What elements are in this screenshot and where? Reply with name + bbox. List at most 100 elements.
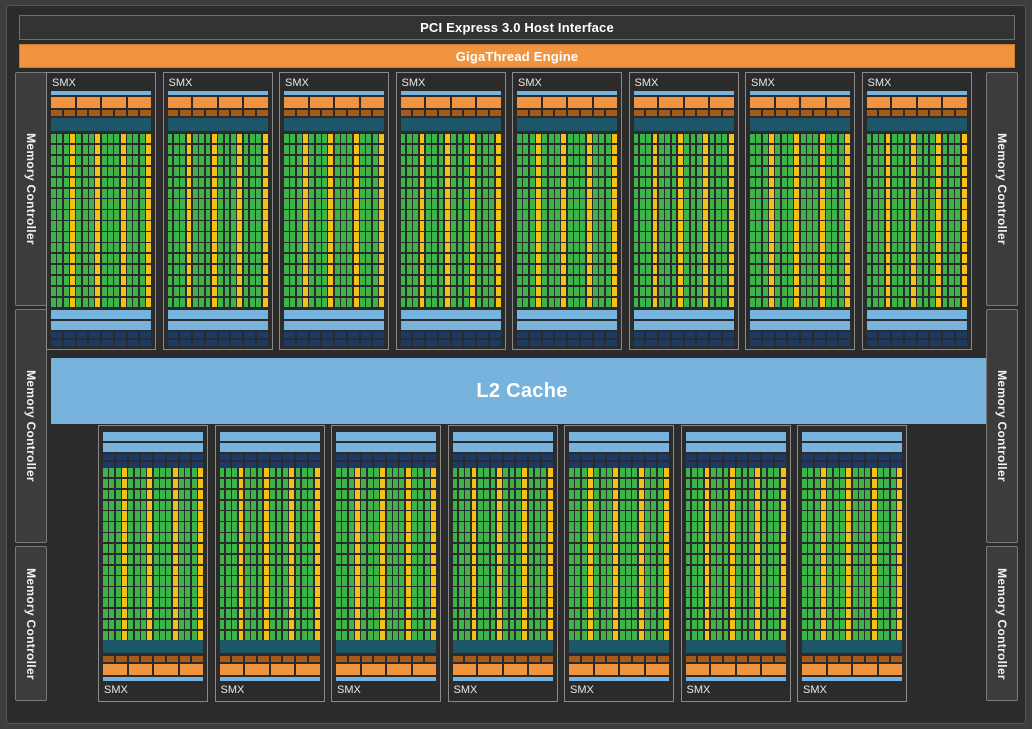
cuda-core-cell (651, 587, 657, 597)
cuda-core-cell (256, 188, 262, 198)
cuda-core-cell (406, 264, 412, 275)
cuda-core-cell (296, 253, 302, 264)
texture-unit (555, 332, 566, 338)
cuda-core-cell (366, 177, 372, 188)
cuda-core-cell (890, 533, 896, 543)
cuda-core-cell (633, 144, 639, 155)
dispatch-unit (347, 110, 359, 116)
ld-st-unit-cell (561, 188, 567, 198)
cuda-core-cell (199, 155, 205, 166)
texture-unit (115, 462, 127, 468)
cuda-core-cell (548, 199, 554, 209)
cuda-core-cell (879, 275, 885, 286)
dispatch-unit (749, 656, 760, 662)
cuda-core-cell (251, 619, 257, 630)
ld-st-unit-cell (353, 286, 359, 297)
ld-st-unit-cell (547, 587, 553, 597)
cuda-core-cell (322, 286, 327, 297)
cuda-core-cell (593, 243, 598, 253)
instruction-cache-band (103, 677, 203, 681)
cuda-core-cell (528, 619, 534, 630)
cuda-core-cell (309, 210, 315, 220)
cuda-core-cell (802, 598, 807, 608)
ld-st-unit-cell (419, 166, 425, 177)
texture-unit (451, 332, 463, 338)
cuda-core-cell (366, 275, 372, 286)
ld-st-unit-cell (961, 166, 967, 177)
cuda-core-cell (451, 210, 457, 220)
cuda-core-cell (832, 232, 838, 242)
cuda-core-cell (748, 608, 754, 619)
ld-st-unit-cell (431, 576, 436, 586)
cuda-core-cell (832, 286, 838, 297)
cuda-core-cell (658, 243, 664, 253)
ld-st-unit-cell (495, 177, 501, 188)
cuda-core-cell (249, 199, 255, 209)
cuda-core-cell (366, 297, 372, 307)
ld-st-unit-cell (122, 598, 127, 608)
cuda-core-cell (399, 554, 405, 565)
ld-st-unit-cell (303, 286, 308, 297)
cuda-core-cell (840, 522, 845, 532)
texture-unit-grid (685, 454, 786, 468)
cuda-core-cell (57, 286, 63, 297)
cuda-core-cell (840, 533, 845, 543)
cuda-core-cell (600, 630, 606, 640)
cuda-core-cell (517, 232, 522, 242)
cuda-core-cell (884, 543, 890, 554)
cuda-core-cell (833, 608, 839, 619)
cuda-core-cell (599, 286, 605, 297)
ld-st-unit-cell (314, 576, 320, 586)
ld-st-unit-cell (664, 587, 669, 597)
ld-st-unit-cell (444, 155, 450, 166)
cuda-core-cell (192, 166, 198, 177)
cuda-core-cell (684, 264, 690, 275)
cuda-core-cell (509, 619, 515, 630)
ld-st-unit-cell (198, 468, 203, 478)
dispatch-unit (930, 110, 941, 116)
ld-st-unit-cell (238, 554, 244, 565)
cuda-core-cell (361, 619, 367, 630)
cuda-core-cell (257, 533, 263, 543)
cuda-core-cell (866, 264, 872, 275)
ld-st-unit-cell (910, 199, 916, 209)
texture-unit (826, 340, 838, 346)
cuda-core-cell (399, 608, 405, 619)
cuda-core-cell (580, 199, 586, 209)
cuda-core-cell (412, 630, 417, 640)
smx-block-bottom-5: SMX (564, 425, 674, 702)
cuda-core-cell (657, 489, 663, 500)
smx-label: SMX (751, 77, 775, 89)
texture-unit (296, 454, 307, 460)
cuda-core-cell (251, 478, 257, 489)
cuda-core-cell (852, 608, 858, 619)
cuda-core-cell (490, 522, 496, 532)
ld-st-unit-cell (237, 297, 243, 307)
cuda-core-cell (393, 576, 398, 586)
cuda-core-cell (534, 500, 540, 510)
ld-st-unit-cell (146, 253, 151, 264)
smx-block-top-1: SMX (46, 72, 156, 350)
ld-st-unit-cell (961, 144, 967, 155)
cuda-core-cell (199, 177, 205, 188)
cuda-core-cell (341, 286, 346, 297)
cuda-core-cell (153, 468, 159, 478)
texture-unit (76, 340, 88, 346)
ld-st-unit-cell (355, 543, 360, 554)
cuda-core-cell (458, 576, 464, 586)
cuda-core-cell (761, 554, 767, 565)
dispatch-unit (245, 656, 256, 662)
ld-st-unit-cell (379, 243, 384, 253)
cuda-core-cell (452, 576, 458, 586)
ld-st-unit-cell (355, 619, 360, 630)
cuda-core-cell (832, 275, 838, 286)
cuda-core-cell (477, 630, 483, 640)
ld-st-unit-cell (561, 210, 567, 220)
cuda-core-cell (657, 478, 663, 489)
dispatch-unit (284, 110, 295, 116)
cuda-core-cell (756, 166, 762, 177)
ld-st-unit-cell (677, 221, 683, 231)
cuda-core-cell (192, 243, 198, 253)
ld-st-unit-cell (146, 286, 151, 297)
cuda-core-cell (541, 543, 547, 554)
